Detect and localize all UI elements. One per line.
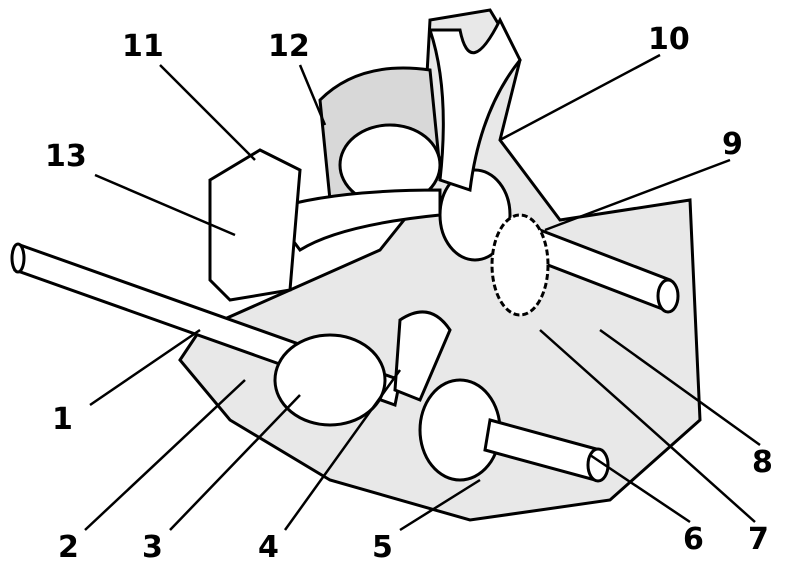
right-shaft-end: [656, 278, 680, 314]
lower-drum: [273, 333, 387, 427]
spur-gear: [490, 213, 550, 317]
leader-1: [89, 328, 201, 407]
leader-7: [539, 329, 756, 523]
leader-12: [298, 64, 327, 126]
callout-2: 2: [58, 530, 79, 565]
leader-6: [589, 453, 691, 524]
leader-5: [399, 478, 481, 532]
left-gear: [208, 148, 302, 302]
leader-11: [159, 64, 256, 161]
leader-2: [84, 379, 246, 531]
callout-13: 13: [45, 139, 87, 174]
leader-9: [544, 158, 731, 232]
input-shaft-end: [10, 242, 26, 274]
callout-3: 3: [142, 530, 163, 565]
callout-5: 5: [372, 530, 393, 565]
leader-3: [169, 394, 301, 531]
callout-6: 6: [683, 522, 704, 557]
callout-8: 8: [752, 445, 773, 480]
callout-1: 1: [52, 402, 73, 437]
callout-9: 9: [722, 127, 743, 162]
shift-fork-rail: [267, 188, 442, 253]
leader-13: [94, 173, 236, 237]
leader-lines: [84, 53, 761, 532]
callout-4: 4: [258, 530, 279, 565]
callout-7: 7: [748, 522, 769, 557]
leader-8: [599, 328, 761, 447]
leader-10: [499, 53, 661, 142]
callout-12: 12: [268, 29, 310, 64]
leader-4: [283, 369, 402, 531]
shift-fork-upper: [427, 16, 522, 193]
shift-fork-lower: [393, 310, 452, 402]
callout-11: 11: [122, 29, 164, 64]
callout-10: 10: [648, 22, 690, 57]
